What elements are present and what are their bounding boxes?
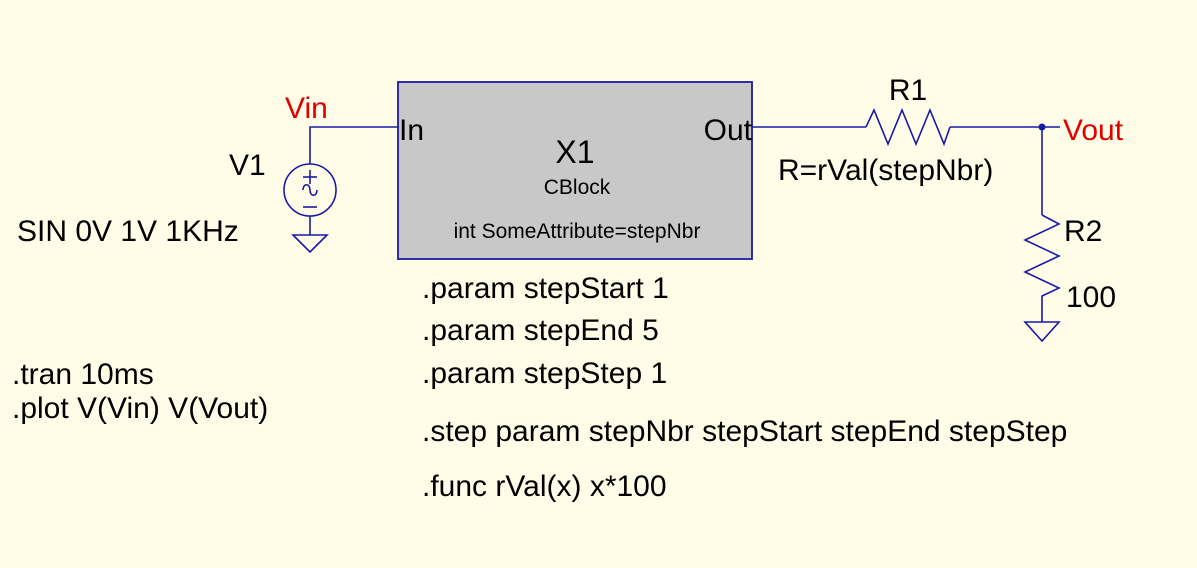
ground-icon-r2 <box>1023 321 1061 343</box>
block-ref-label: X1 <box>555 134 594 170</box>
voltage-source-v1[interactable] <box>283 163 337 254</box>
directive-plot[interactable]: .plot V(Vin) V(Vout) <box>12 392 268 425</box>
directive-param-line[interactable]: .param stepStep 1 <box>422 357 667 390</box>
resistor-r1[interactable] <box>865 107 951 147</box>
r1-value-label: R=rVal(stepNbr) <box>778 154 993 187</box>
resistor-r1-icon <box>865 107 951 147</box>
directive-param-line[interactable]: .param stepStart 1 <box>422 272 669 305</box>
net-label-vout[interactable]: Vout <box>1063 114 1124 147</box>
resistor-r2-icon <box>1023 214 1061 322</box>
directive-tran[interactable]: .tran 10ms <box>12 358 154 391</box>
directive-step[interactable]: .step param stepNbr stepStart stepEnd st… <box>422 415 1067 448</box>
directive-param-line[interactable]: .param stepEnd 5 <box>422 314 659 347</box>
source-name-label: V1 <box>229 149 266 182</box>
directive-func[interactable]: .func rVal(x) x*100 <box>422 470 667 503</box>
junction-dot <box>1038 123 1046 131</box>
subcircuit-block-x1[interactable]: In Out X1 CBlock int SomeAttribute=stepN… <box>397 81 753 260</box>
block-pin-out-label: Out <box>704 114 753 147</box>
r2-name-label: R2 <box>1064 215 1102 248</box>
block-type-label: CBlock <box>544 176 611 199</box>
wire-vin-net[interactable] <box>309 126 398 164</box>
block-pin-in-label: In <box>399 114 424 147</box>
ground-icon-v1 <box>291 234 329 254</box>
net-label-vin[interactable]: Vin <box>285 92 328 125</box>
r1-name-label: R1 <box>889 74 927 107</box>
resistor-r2[interactable] <box>1023 214 1061 343</box>
r2-value-label: 100 <box>1066 281 1116 314</box>
block-attribute-label: int SomeAttribute=stepNbr <box>454 220 701 243</box>
ac-voltage-source-icon <box>283 163 337 217</box>
block-body <box>397 81 753 260</box>
wires <box>309 123 1060 215</box>
spice-directives: .param stepStart 1 .param stepEnd 5 .par… <box>12 272 1067 503</box>
source-value-label: SIN 0V 1V 1KHz <box>17 215 239 248</box>
